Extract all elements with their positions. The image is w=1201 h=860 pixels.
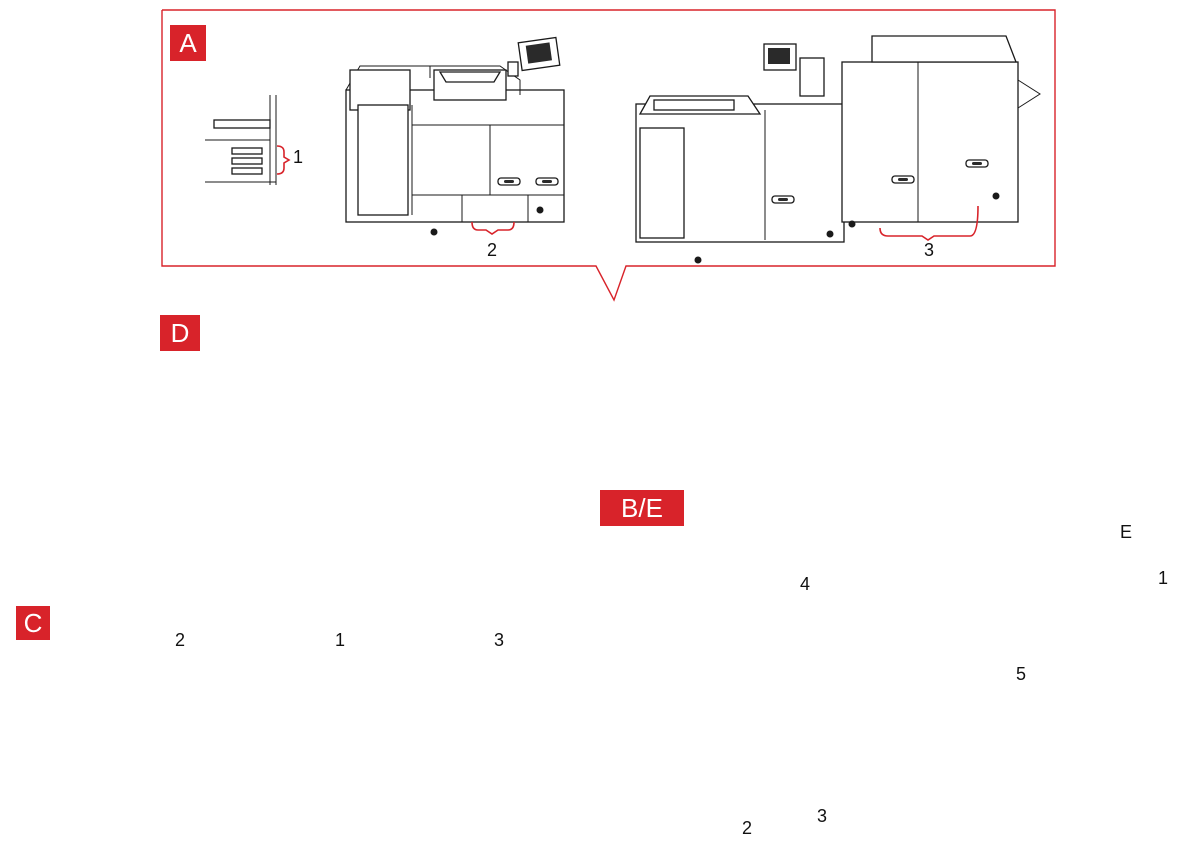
callout-a-3: 3: [924, 240, 935, 260]
panel-a-frame: [161, 9, 1056, 302]
panel-a: [161, 9, 1056, 302]
callout-be-3: 3: [817, 806, 828, 826]
panel-a-tag: A: [170, 25, 206, 61]
callout-be-e: E: [1120, 522, 1133, 542]
callout-c-2: 2: [175, 630, 186, 650]
callout-a-2: 2: [487, 240, 498, 260]
printer-with-decks: [635, 35, 1041, 264]
bracket-a2: [471, 221, 515, 235]
callout-be-5: 5: [1016, 664, 1027, 684]
callout-be-1: 1: [1158, 568, 1169, 588]
bracket-a3: [879, 205, 979, 241]
panel-c-tag: C: [16, 606, 50, 640]
callout-c-1: 1: [335, 630, 346, 650]
printer-compact: [345, 36, 565, 236]
callout-be-2: 2: [742, 818, 753, 838]
callout-be-4: 4: [800, 574, 811, 594]
tray-stack-detail: [205, 95, 291, 185]
callout-c-3: 3: [494, 630, 505, 650]
bracket-a1: [276, 145, 291, 175]
panel-be-tag: B/E: [600, 490, 684, 526]
callout-a-1: 1: [293, 147, 304, 167]
panel-d-tag: D: [160, 315, 200, 351]
